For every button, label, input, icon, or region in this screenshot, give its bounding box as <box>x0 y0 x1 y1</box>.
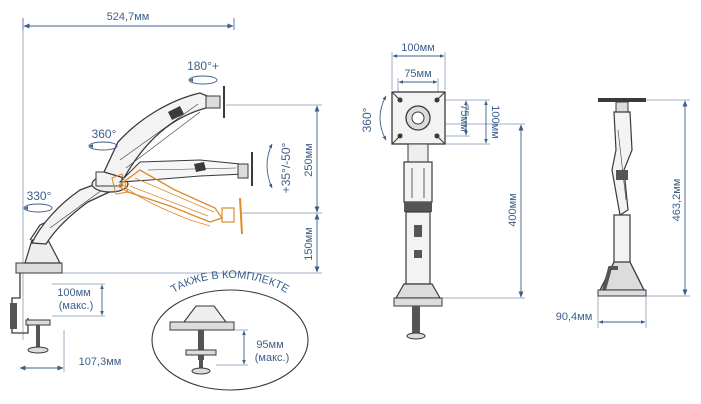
profile-arm-body <box>597 111 647 297</box>
pole-height-label: 400мм <box>507 193 519 226</box>
vesa-outer-vertical-label: 100мм <box>489 105 501 138</box>
front-view: 100мм 75мм 75мм 100мм 360° <box>360 42 525 340</box>
monitor-head-lowered <box>221 197 243 235</box>
tilt-label: +35°/-50° <box>279 142 293 193</box>
height-dimensions: 250мм 150мм <box>303 105 320 273</box>
clamp-max-label-line2: (макс.) <box>59 300 94 312</box>
clamp-max-label-line1: 100мм <box>57 287 90 299</box>
rotation-top: 180°+ <box>187 59 219 85</box>
clamp-max-dimension: 100мм (макс.) <box>52 283 105 317</box>
rotation-mid-label: 360° <box>92 127 117 141</box>
monitor-head-top <box>205 86 225 118</box>
total-height-label: 463,2мм <box>671 179 683 222</box>
front-arm-column <box>393 143 443 340</box>
rotation-top-label: 180°+ <box>187 59 219 73</box>
width-dimension: 524,7мм <box>22 11 235 30</box>
vesa-outer-label: 100мм <box>401 42 434 54</box>
grommet-dimension: 95мм (макс.) <box>216 329 290 366</box>
vesa-inner-label: 75мм <box>404 68 431 80</box>
vesa-plate <box>391 91 446 145</box>
side-view: 524,7мм 250мм 150мм +35°/-50° <box>10 11 322 372</box>
width-label: 524,7мм <box>107 11 150 23</box>
height-lower-label: 150мм <box>303 227 315 260</box>
grommet-label-line1: 95мм <box>256 339 283 351</box>
base-width-label: 90,4мм <box>556 311 593 323</box>
rotation-arrow-icon <box>88 141 118 151</box>
height-upper-label: 250мм <box>303 143 315 176</box>
base-depth-label: 107,3мм <box>79 356 122 368</box>
rotation-arrow-icon <box>23 203 53 213</box>
rotation-middle: 360° <box>88 127 118 151</box>
base-depth-dimension: 107,3мм <box>19 330 122 372</box>
top-plate <box>598 98 646 102</box>
desk-clamp-icon <box>10 262 63 354</box>
grommet-mount-icon <box>169 305 235 375</box>
rotation-low: 330° <box>23 189 53 213</box>
front-rotation-label: 360° <box>360 107 374 132</box>
included-inset: ТАКЖЕ В КОМПЛЕКТЕ 95мм (макс.) <box>151 269 309 391</box>
rotation-low-label: 330° <box>27 189 52 203</box>
vesa-inner-vertical-label: 75мм <box>458 104 470 131</box>
profile-view: 463,2мм 90,4мм <box>556 98 690 328</box>
tilt-indicator: +35°/-50° <box>266 142 293 193</box>
monitor-head-middle <box>237 152 253 186</box>
rotation-arrow-icon <box>379 95 387 141</box>
grommet-label-line2: (макс.) <box>255 352 290 364</box>
rotation-arrow-icon <box>188 75 218 85</box>
